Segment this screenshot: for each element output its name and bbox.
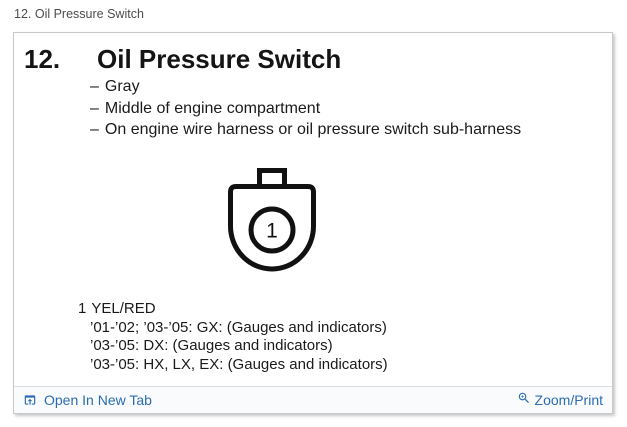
connector-diagram: 1 [228, 168, 316, 272]
section-title: Oil Pressure Switch [97, 44, 342, 74]
detail-list: –Gray –Middle of engine compartment –On … [90, 76, 521, 141]
wire-note-line: ’03-’05: HX, LX, EX: (Gauges and indicat… [90, 355, 388, 373]
zoom-print-link[interactable]: Zoom/Print [517, 392, 603, 408]
list-item: –On engine wire harness or oil pressure … [90, 119, 521, 141]
zoom-in-icon [518, 392, 529, 403]
bullet-text: Middle of engine compartment [104, 99, 321, 117]
figure-panel: 12.Oil Pressure Switch –Gray –Middle of … [13, 32, 613, 414]
list-item: –Gray [90, 76, 521, 98]
list-item: –Middle of engine compartment [90, 98, 521, 120]
open-in-new-tab-label: Open In New Tab [44, 392, 152, 408]
connector-body [228, 184, 316, 272]
bullet-text: Gray [104, 78, 140, 95]
wire-pin: 1 [78, 300, 87, 317]
section-number: 12. [24, 44, 61, 74]
open-in-new-tab-link[interactable]: Open In New Tab [23, 392, 152, 408]
wire-color: YEL/RED [91, 300, 156, 317]
connector-tab [257, 168, 287, 188]
bullet-dash: – [90, 99, 99, 117]
wire-note-line: ’01-’02; ’03-’05: GX: (Gauges and indica… [90, 318, 387, 336]
bullet-dash: – [90, 78, 99, 95]
panel-footer: Open In New Tab Zoom/Print [14, 386, 612, 413]
open-in-browser-icon [24, 395, 36, 405]
section-heading: 12. Oil Pressure Switch [24, 44, 341, 75]
bullet-text: On engine wire harness or oil pressure s… [104, 121, 522, 138]
wire-note-line: ’03-’05: DX: (Gauges and indicators) [90, 337, 333, 355]
pin-circle [248, 206, 296, 254]
pin-number: 1 [266, 220, 278, 243]
breadcrumb-page-label: 12. Oil Pressure Switch [14, 7, 144, 21]
bullet-dash: – [90, 121, 99, 138]
zoom-print-label: Zoom/Print [534, 392, 603, 408]
